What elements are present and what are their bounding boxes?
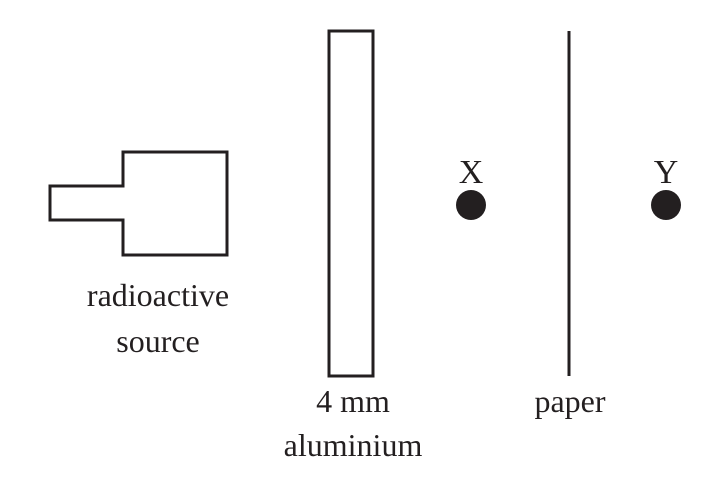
point-x-label: X [459,154,484,191]
paper-label: paper [534,383,605,419]
point-y-label: Y [654,154,679,191]
radioactive-source [48,150,229,257]
aluminium-label-line1: 4 mm [316,383,390,419]
aluminium-sheet [327,29,375,378]
point-x-dot [456,190,486,220]
point-y-dot [651,190,681,220]
aluminium-label-line2: aluminium [284,427,423,463]
source-label-line1: radioactive [87,277,229,313]
source-label-line2: source [116,323,200,359]
